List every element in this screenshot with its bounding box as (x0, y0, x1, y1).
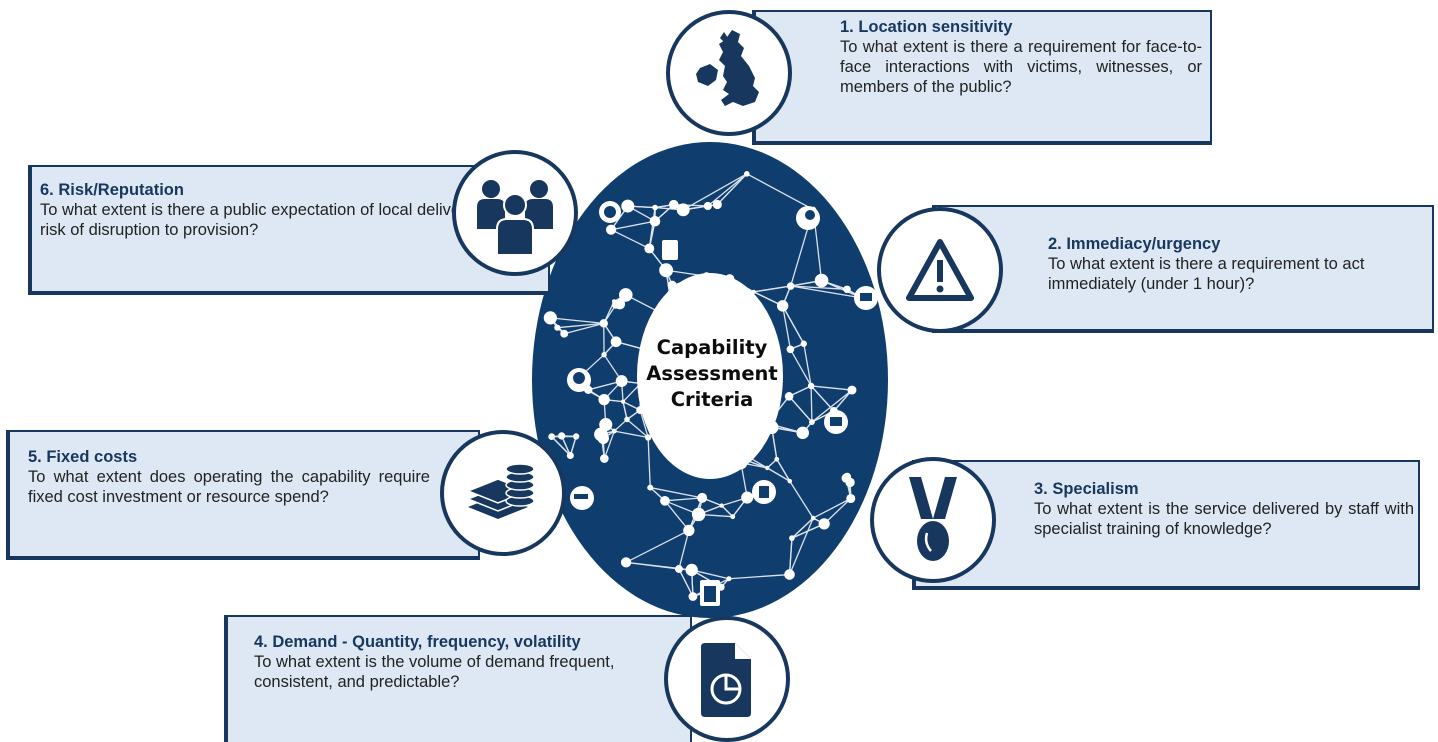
node-icons (567, 201, 878, 606)
criterion-box-risk-reputation: 6. Risk/Reputation To what extent is the… (28, 165, 550, 295)
criterion-title: 4. Demand - Quantity, frequency, volatil… (254, 633, 581, 651)
criterion-title: 2. Immediacy/urgency (1048, 235, 1221, 253)
criterion-box-fixed-costs: 5. Fixed costs To what extent does opera… (6, 430, 480, 560)
criterion-title: 3. Specialism (1034, 480, 1139, 498)
criterion-description: To what extent is the service delivered … (1034, 500, 1414, 538)
warning-triangle-icon (906, 239, 974, 301)
center-title-line3: Criteria (670, 388, 754, 411)
criterion-4-icon-circle (664, 616, 790, 742)
criterion-box-immediacy-urgency: 2. Immediacy/urgency To what extent is t… (932, 205, 1434, 333)
criterion-title: 5. Fixed costs (28, 448, 138, 466)
money-stack-icon (465, 463, 535, 519)
center-title-line2: Assessment (646, 362, 778, 385)
criterion-3-icon-circle (870, 457, 996, 583)
uk-map-icon (696, 30, 759, 106)
criterion-title: 6. Risk/Reputation (40, 181, 184, 199)
criterion-description: To what extent is the volume of demand f… (254, 653, 615, 691)
criterion-description: To what extent is there a public expecta… (40, 201, 494, 239)
center-title: Capability Assessment Criteria (642, 335, 782, 413)
criterion-6-icon-circle (452, 150, 578, 276)
criterion-box-specialism: 3. Specialism To what extent is the serv… (912, 460, 1420, 590)
criterion-2-icon-circle (877, 207, 1003, 333)
people-group-icon (477, 180, 553, 256)
criterion-box-location-sensitivity: 1. Location sensitivity To what extent i… (752, 10, 1212, 145)
criterion-5-icon-circle (440, 430, 566, 556)
pie-chart-document-icon (701, 643, 751, 717)
criterion-description: To what extent is there a requirement to… (1048, 255, 1365, 293)
criterion-description: To what extent is there a requirement fo… (840, 38, 1202, 96)
criterion-box-demand: 4. Demand - Quantity, frequency, volatil… (224, 615, 692, 742)
criterion-title: 1. Location sensitivity (840, 18, 1013, 36)
criterion-1-icon-circle (666, 10, 792, 136)
criterion-description: To what extent does operating the capabi… (28, 468, 430, 506)
center-title-line1: Capability (656, 336, 768, 359)
medal-icon (909, 477, 957, 561)
network-hub (532, 142, 888, 618)
